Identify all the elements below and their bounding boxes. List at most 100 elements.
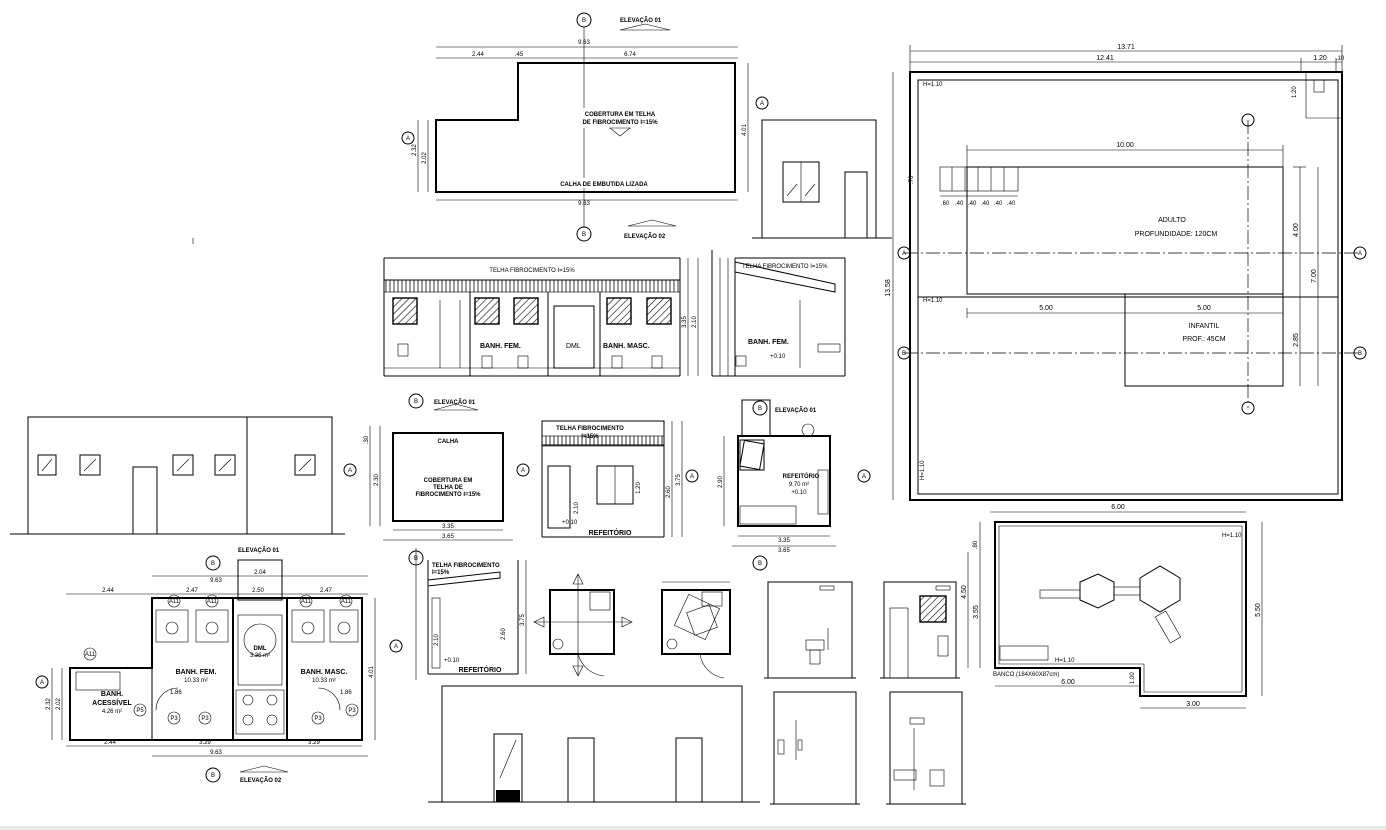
front-elevation — [10, 416, 345, 535]
bench — [999, 645, 1049, 661]
refectory-plan-level: +0.10 — [791, 490, 807, 496]
marker-label: B — [211, 561, 215, 567]
bath-room-fem-area: 10.33 m² — [184, 678, 208, 684]
bath-dim-h2: 2.32 — [46, 698, 52, 710]
bath-room-masc: BANH. MASC. — [301, 669, 348, 676]
toilet-icons — [397, 300, 663, 369]
playground-dim-top: 6.00 — [1111, 504, 1125, 511]
bathroom-plan: B ELEVAÇÃO 01 9.63 2.44 2.47 2.04 2.47 — [35, 547, 403, 784]
tag: A11 — [85, 652, 96, 658]
marker-label: A — [760, 101, 764, 107]
refectory-roof-h2: .30 — [364, 435, 370, 444]
roof-dim-right: 6.74 — [624, 52, 636, 58]
refectory-roof-2: TELHA DE — [433, 485, 463, 491]
child-pool-width-left: 5.00 — [1039, 305, 1053, 312]
section-room-1: BANH. FEM. — [480, 343, 521, 350]
roof-label-2: DE FIBROCIMENTO I=15% — [582, 120, 658, 126]
marker-label: B — [582, 232, 586, 238]
roof-dim-lh: 2.32 — [412, 144, 418, 156]
refectory-plan-w2: 3.65 — [778, 548, 790, 554]
bath-dim-b1: 2.44 — [104, 740, 116, 746]
child-pool-name: INFANTIL — [1189, 323, 1220, 330]
step-dim-4: .40 — [981, 201, 990, 207]
roof-label-1: COBERTURA EM TELHA — [585, 112, 656, 118]
playground-dim-left1: .80 — [973, 540, 979, 549]
bath-dim-total: 9.63 — [210, 578, 222, 584]
bath-dim-total-b: 9.63 — [210, 750, 222, 756]
pool-plan: 13.71 12.41 1.20 .10 13.58 1.20 H=1.10 H… — [885, 44, 1367, 501]
roof-dim-total: 9.63 — [578, 40, 590, 46]
bath-room-fem: BANH. FEM. — [176, 669, 217, 676]
refectory-plan: B ELEVAÇÃO 01 REFEITÓRIO 9.70 m² +0.10 3… — [685, 399, 871, 571]
side-elevation — [752, 119, 892, 239]
bench-label: BANCO (184X60X87cm) — [993, 672, 1059, 678]
pool-dim-edge: .10 — [1336, 56, 1345, 62]
section-dim-b: 2.10 — [692, 316, 698, 328]
marker-label: B — [414, 556, 418, 562]
ref-section-dim-2: 3.75 — [676, 474, 682, 486]
pool-section-height: 7.00 — [1311, 269, 1318, 283]
tag: P3 — [170, 716, 178, 722]
roof-dim-height: 4.01 — [742, 124, 748, 136]
roof-plan-title-top: ELEVAÇÃO 01 — [620, 17, 662, 24]
tag: P3 — [348, 708, 356, 714]
ref-section-roof-2: I=15% — [581, 434, 599, 440]
pool-dim-inner-width: 12.41 — [1096, 55, 1114, 62]
step-dim-6: .40 — [1007, 201, 1016, 207]
bath-dim-m3: 2.47 — [320, 588, 332, 594]
roof-plan-title-bottom: ELEVAÇÃO 02 — [624, 233, 666, 240]
bath-room-acc-area: 4.26 m² — [102, 709, 122, 715]
playground-dim-notch: 1.00 — [1130, 672, 1136, 684]
marker-label: B — [582, 18, 586, 24]
section-roof-left: TELHA FIBROCIMENTO I=15% — [489, 268, 575, 274]
bottom-scroll-strip — [0, 826, 1386, 830]
ref-section-room: REFEITÓRIO — [589, 528, 632, 537]
marker-label: B — [211, 773, 215, 779]
step-dim-2: .40 — [955, 201, 964, 207]
roof-dim-lh2: 2.02 — [422, 152, 428, 164]
marker-label: A — [690, 474, 694, 480]
bath-dim-left: 2.44 — [102, 588, 114, 594]
pool-dim-total-width: 13.71 — [1117, 44, 1135, 51]
longitudinal-section: TELHA FIBROCIMENTO I=15% BANH. FEM. DML … — [383, 250, 846, 377]
tag: P3 — [314, 716, 322, 722]
steps-height: .70 — [909, 175, 915, 184]
refectory-roof-w1: 3.35 — [442, 524, 454, 530]
bath-dim-d1: 1.86 — [170, 690, 182, 696]
section-room-3: BANH. MASC. — [603, 343, 650, 350]
tag: A11 — [341, 599, 352, 605]
rear-elevation — [428, 685, 760, 803]
bath-room-dml: DML — [254, 646, 267, 652]
marker-label: B — [1358, 351, 1362, 357]
marker-label: A — [348, 468, 352, 474]
tag: A11 — [301, 599, 312, 605]
ref2-level: +0.10 — [444, 658, 460, 664]
pool-level-mid: H=1.10 — [923, 298, 943, 304]
roof-dim-left: 2.44 — [472, 52, 484, 58]
ref-section-dim-4: 1.20 — [636, 482, 642, 494]
child-pool-height: 2.85 — [1293, 333, 1300, 347]
marker-label: A — [521, 468, 525, 474]
tag: A11 — [207, 599, 218, 605]
ref2-room: REFEITÓRIO — [459, 665, 502, 674]
bath-dim-mid: 2.50 — [252, 588, 264, 594]
marker-label: A — [40, 680, 44, 686]
bath-dim-h: 4.01 — [369, 666, 375, 678]
marker-label: A — [902, 251, 906, 257]
marker-label: B — [902, 351, 906, 357]
refectory-roof-w2: 3.65 — [442, 534, 454, 540]
roof-plan: B ELEVAÇÃO 01 9.63 2.44 .45 6.74 COBERTU… — [401, 12, 769, 242]
playground-level-lower: H=1.10 — [1055, 658, 1075, 664]
refectory-roof-3: FIBROCIMENTO I=15% — [415, 492, 481, 498]
roof-dim-bottom: 9.63 — [578, 201, 590, 207]
ref-section-level: +0.10 — [562, 520, 578, 526]
ref2-roof-2: I=15% — [432, 570, 450, 576]
bath-dim-d2: 1.86 — [340, 690, 352, 696]
section-room-4: BANH. FEM. — [748, 339, 789, 346]
playground-dim-left3: 3.55 — [973, 605, 980, 619]
marker-label: B — [758, 406, 762, 412]
refectory-plan-w1: 3.35 — [778, 538, 790, 544]
pool-level-bottom: H=1.10 — [920, 460, 926, 480]
refectory-plan-room: REFEITÓRIO — [783, 472, 820, 480]
ref2-roof-1: TELHA FIBROCIMENTO — [432, 563, 500, 569]
